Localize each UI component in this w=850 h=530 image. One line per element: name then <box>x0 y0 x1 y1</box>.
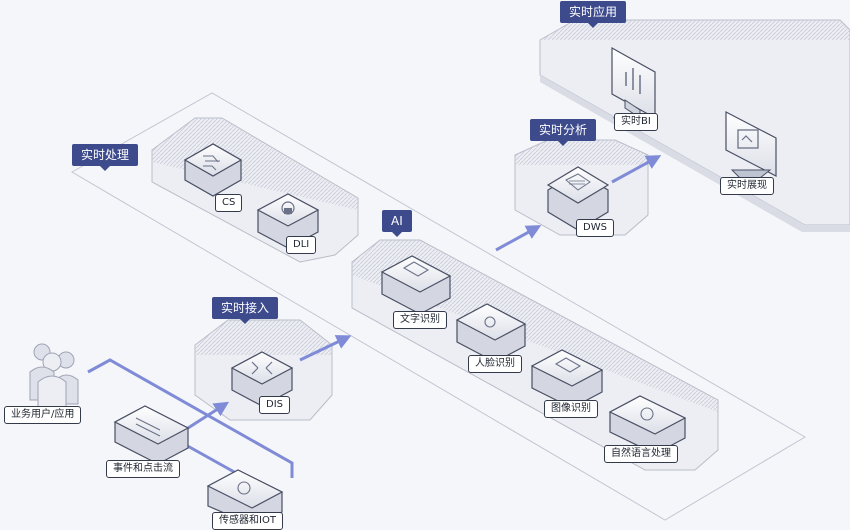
platform-realtime-processing <box>151 117 359 263</box>
document-icon <box>546 166 610 231</box>
group-tag-realtime-ingest: 实时接入 <box>212 297 279 324</box>
face-icon <box>455 303 527 363</box>
group-tag-realtime-analysis: 实时分析 <box>530 119 597 146</box>
users-icon <box>29 343 79 409</box>
platform-outline-main <box>70 92 806 521</box>
circuit-icon <box>183 143 243 197</box>
group-tag-ai: AI <box>382 210 412 237</box>
cloud-lock-icon <box>256 193 320 249</box>
node-label-event-clickstream: 事件和点击流 <box>106 460 180 478</box>
node-label-dli: DLI <box>286 236 317 254</box>
flow-arrow-dis-to-ai <box>299 335 352 362</box>
node-label-text-recognition: 文字识别 <box>393 311 447 329</box>
flow-arrow-to-analysis <box>495 225 542 252</box>
speech-icon <box>608 395 687 455</box>
image-icon <box>530 349 604 409</box>
node-label-sensor-iot: 传感器和IOT <box>212 512 283 530</box>
group-tag-realtime-app: 实时应用 <box>560 1 627 28</box>
flow-line-users <box>87 358 294 478</box>
node-label-cs: CS <box>215 194 243 212</box>
sensor-icon <box>206 469 284 525</box>
node-label-business-users: 业务用户/应用 <box>4 406 82 424</box>
node-label-nlp: 自然语言处理 <box>604 445 678 463</box>
clickstream-icon <box>113 405 190 465</box>
ocr-icon <box>380 255 452 315</box>
monitor-chart-icon <box>725 111 777 179</box>
flow-arrow-events-to-dis <box>187 401 230 430</box>
merge-arrows-icon <box>230 351 294 407</box>
node-label-realtime-bi: 实时BI <box>614 113 658 131</box>
node-label-dis: DIS <box>259 396 290 414</box>
flow-arrow-to-app <box>611 155 662 184</box>
node-label-image-recognition: 图像识别 <box>544 400 598 418</box>
node-label-face-recognition: 人脸识别 <box>468 355 522 373</box>
node-label-dws: DWS <box>576 219 614 237</box>
node-label-realtime-display: 实时展现 <box>720 177 774 195</box>
group-tag-realtime-processing: 实时处理 <box>72 144 139 171</box>
